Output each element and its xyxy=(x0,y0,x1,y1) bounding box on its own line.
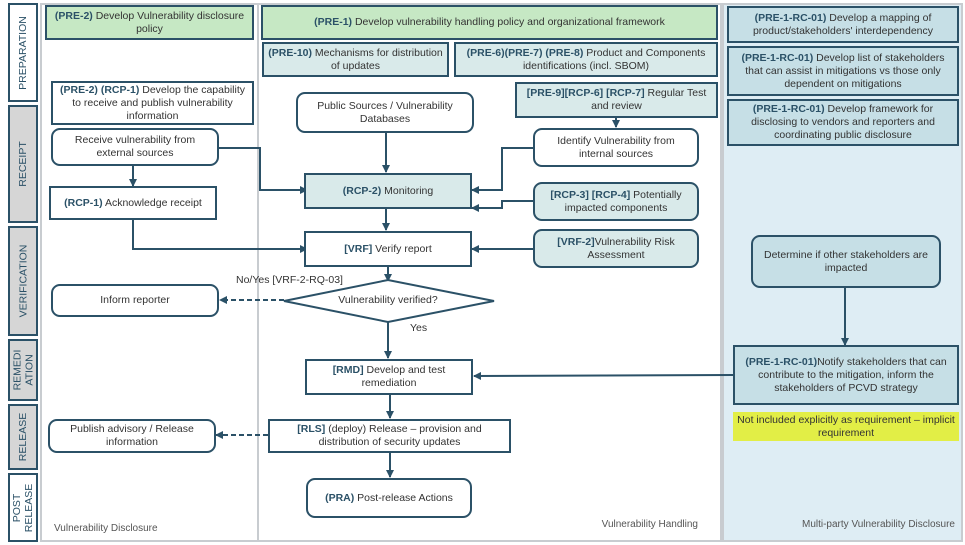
node-text: (PRE-1-RC-01) Develop list of stakeholde… xyxy=(741,51,945,90)
node-pre6-7-8[interactable]: (PRE-6)(PRE-7) (PRE-8) Product and Compo… xyxy=(454,42,718,77)
node-pre1[interactable]: (PRE-1) Develop vulnerability handling p… xyxy=(261,5,718,40)
node-text: Public Sources / Vulnerability Databases xyxy=(317,99,453,125)
phase-label: REMEDI ATION xyxy=(11,349,35,391)
node-mp-determine[interactable]: Determine if other stakeholders are impa… xyxy=(751,235,941,288)
node-identify-internal[interactable]: Identify Vulnerability from internal sou… xyxy=(533,128,699,167)
node-text: Vulnerability verified? xyxy=(338,293,438,306)
node-rcp3-rcp4[interactable]: [RCP-3] [RCP-4] Potentially impacted com… xyxy=(533,182,699,221)
phase-remediation: REMEDI ATION xyxy=(8,339,38,401)
node-mp-stakeholder-list[interactable]: (PRE-1-RC-01) Develop list of stakeholde… xyxy=(727,46,959,96)
phase-label: PREPARATION xyxy=(17,15,29,90)
phase-verification: VERIFICATION xyxy=(8,226,38,336)
node-text: Publish advisory / Release information xyxy=(70,423,194,448)
node-text: Receive vulnerability from external sour… xyxy=(74,134,196,159)
node-text: (PRE-2) Develop Vulnerability disclosure… xyxy=(54,9,245,35)
node-pra-post-release[interactable]: (PRA) Post-release Actions xyxy=(306,478,472,518)
node-text: (PRE-2) (RCP-1) Develop the capability t… xyxy=(60,83,245,122)
node-text: [RCP-3] [RCP-4] Potentially impacted com… xyxy=(550,188,682,214)
phase-preparation: PREPARATION xyxy=(8,3,38,102)
node-mp-notify[interactable]: (PRE-1-RC-01)Notify stakeholders that ca… xyxy=(733,345,959,405)
node-rcp2-monitoring[interactable]: (RCP-2) Monitoring xyxy=(304,173,472,209)
node-text: (PRE-6)(PRE-7) (PRE-8) Product and Compo… xyxy=(466,46,706,72)
node-rmd-remediation[interactable]: [RMD] Develop and test remediation xyxy=(305,359,473,395)
lane-title: Vulnerability Disclosure xyxy=(54,523,158,534)
node-text: (PRE-10) Mechanisms for distribution of … xyxy=(268,46,443,72)
node-vrf2-risk[interactable]: [VRF-2]Vulnerability Risk Assessment xyxy=(533,229,699,268)
node-text: Identify Vulnerability from internal sou… xyxy=(557,134,675,160)
node-pre10[interactable]: (PRE-10) Mechanisms for distribution of … xyxy=(262,42,449,77)
node-text: [RLS] (deploy) Release – provision and d… xyxy=(297,423,482,448)
node-text: [RMD] Develop and test remediation xyxy=(332,364,446,389)
node-text: [VRF] Verify report xyxy=(344,242,432,255)
node-text: (PRE-1) Develop vulnerability handling p… xyxy=(314,16,665,28)
edge-label-yes: Yes xyxy=(410,322,428,334)
node-text: (PRA) Post-release Actions xyxy=(325,491,453,504)
node-mp-mapping[interactable]: (PRE-1-RC-01) Develop a mapping of produ… xyxy=(727,6,959,43)
phase-label: VERIFICATION xyxy=(17,244,30,318)
node-pre2-rcp1[interactable]: (PRE-2) (RCP-1) Develop the capability t… xyxy=(51,81,254,125)
decision-label[interactable]: Vulnerability verified? xyxy=(330,285,446,315)
phase-post-release: POST RELEASE xyxy=(8,473,38,542)
node-pre2-policy[interactable]: (PRE-2) Develop Vulnerability disclosure… xyxy=(45,5,254,40)
node-rls-release[interactable]: [RLS] (deploy) Release – provision and d… xyxy=(268,419,511,453)
note-implicit-requirement: Not included explicitly as requirement –… xyxy=(733,412,959,441)
node-text: [PRE-9][RCP-6] [RCP-7] Regular Test and … xyxy=(526,87,707,112)
node-inform-reporter[interactable]: Inform reporter xyxy=(51,284,219,317)
phase-receipt: RECEIPT xyxy=(8,105,38,223)
node-publish-advisory[interactable]: Publish advisory / Release information xyxy=(48,419,216,453)
phase-label: POST RELEASE xyxy=(11,483,36,532)
node-vrf-verify[interactable]: [VRF] Verify report xyxy=(304,231,472,267)
node-text: (PRE-1-RC-01) Develop framework for disc… xyxy=(751,103,935,141)
phase-label: RELEASE xyxy=(17,412,30,462)
node-public-sources[interactable]: Public Sources / Vulnerability Databases xyxy=(296,92,474,133)
phase-label: RECEIPT xyxy=(17,141,30,187)
node-text: Inform reporter xyxy=(100,294,170,306)
note-text: Not included explicitly as requirement –… xyxy=(737,413,955,439)
node-text: (RCP-1) Acknowledge receipt xyxy=(64,196,202,209)
node-pre9-rcp6-7[interactable]: [PRE-9][RCP-6] [RCP-7] Regular Test and … xyxy=(515,82,718,118)
node-text: Determine if other stakeholders are impa… xyxy=(764,248,928,274)
node-mp-framework[interactable]: (PRE-1-RC-01) Develop framework for disc… xyxy=(727,99,959,146)
lane-title: Multi-party Vulnerability Disclosure xyxy=(801,519,955,530)
node-rcp1-acknowledge[interactable]: (RCP-1) Acknowledge receipt xyxy=(49,186,217,220)
node-text: (PRE-1-RC-01) Develop a mapping of produ… xyxy=(752,11,934,37)
node-text: (PRE-1-RC-01)Notify stakeholders that ca… xyxy=(745,355,947,394)
node-text: [VRF-2]Vulnerability Risk Assessment xyxy=(557,235,675,261)
node-text: (RCP-2) Monitoring xyxy=(342,184,434,197)
phase-release: RELEASE xyxy=(8,404,38,470)
node-receive-external[interactable]: Receive vulnerability from external sour… xyxy=(51,128,219,166)
lane-title: Vulnerability Handling xyxy=(601,519,698,530)
edge-label-no-yes: No/Yes [VRF-2-RQ-03] xyxy=(236,274,343,286)
